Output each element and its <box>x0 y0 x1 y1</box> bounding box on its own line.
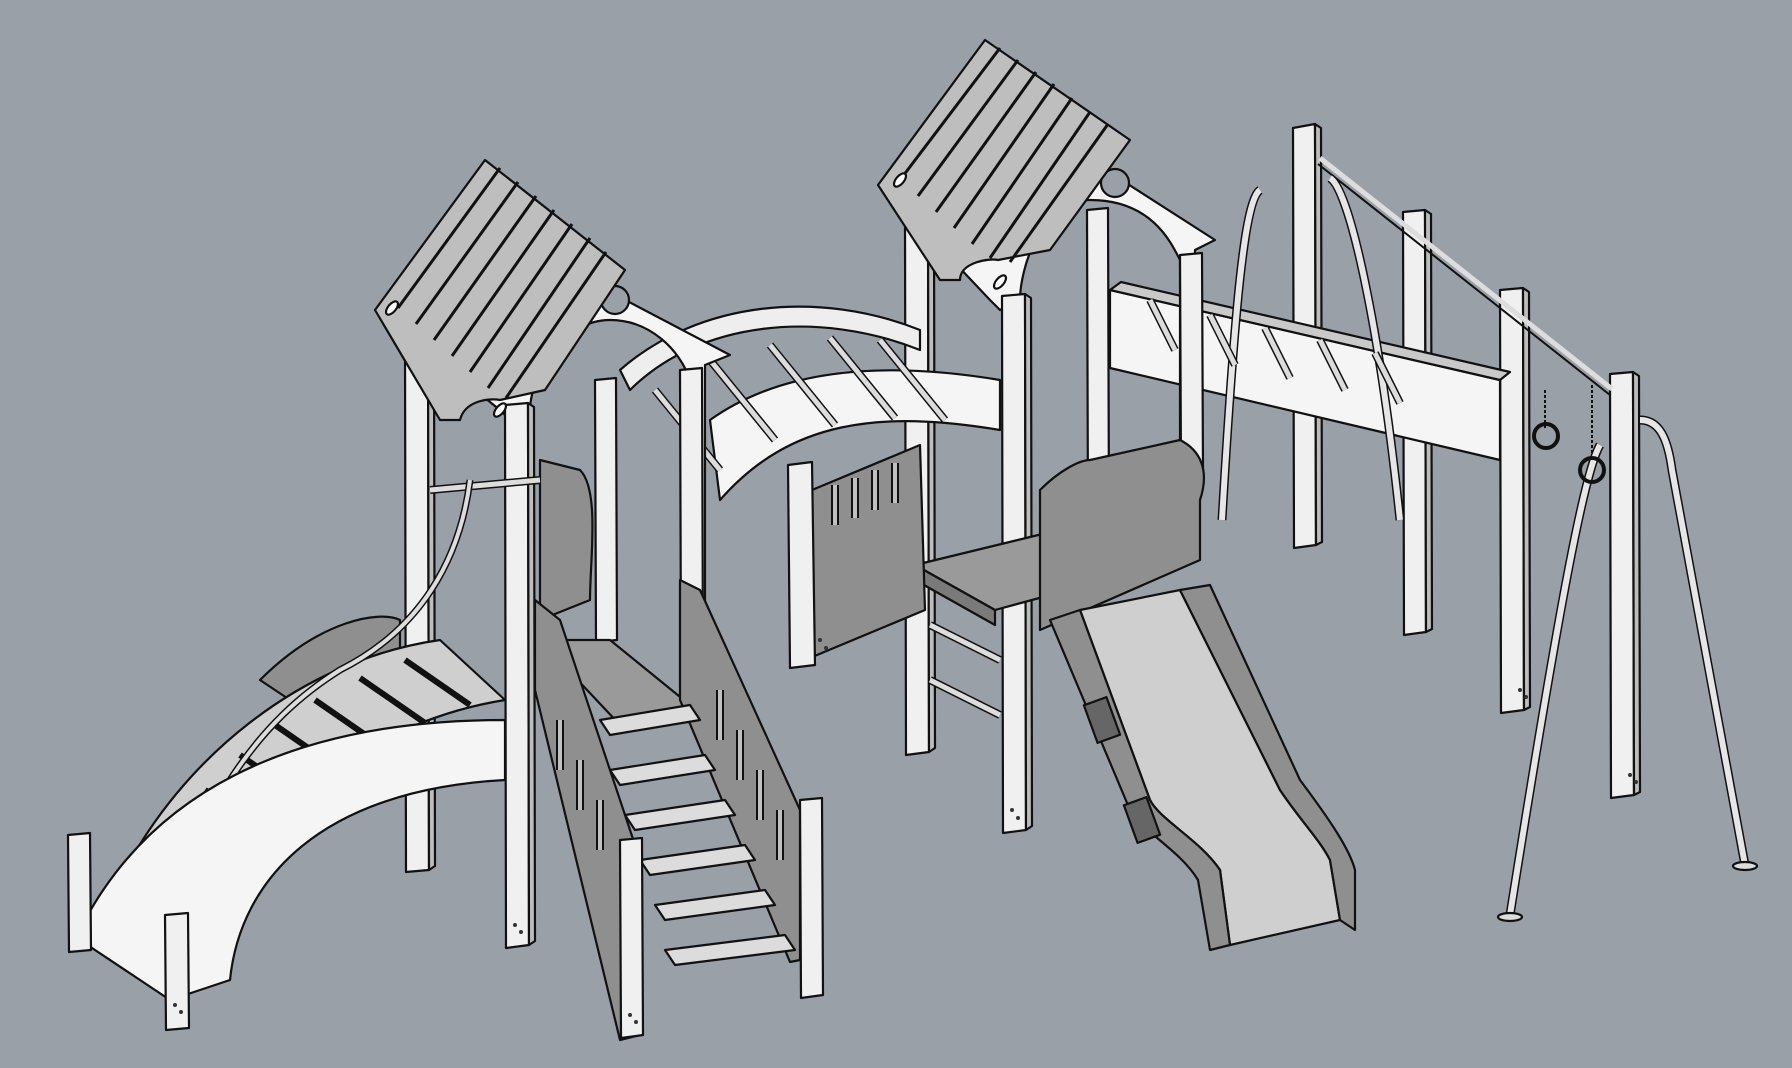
post <box>1178 251 1205 474</box>
post <box>798 796 825 1000</box>
bridge <box>618 305 1002 502</box>
bolt-details <box>173 638 1638 1024</box>
gym-ring <box>1532 422 1560 450</box>
gym-ring <box>1578 456 1606 484</box>
tower-right <box>786 38 1357 952</box>
post <box>618 836 645 1040</box>
post <box>66 831 93 954</box>
roof-left <box>373 158 627 422</box>
post <box>1498 286 1526 715</box>
slide-left-rail <box>1038 438 1205 632</box>
swing-frame <box>1108 122 1759 923</box>
stair-steps <box>598 703 797 967</box>
roof-right <box>876 38 1132 290</box>
post <box>593 376 619 644</box>
post <box>1608 370 1636 800</box>
arch-climber <box>66 479 507 1032</box>
tower-left <box>373 158 825 1042</box>
post <box>163 911 191 1032</box>
